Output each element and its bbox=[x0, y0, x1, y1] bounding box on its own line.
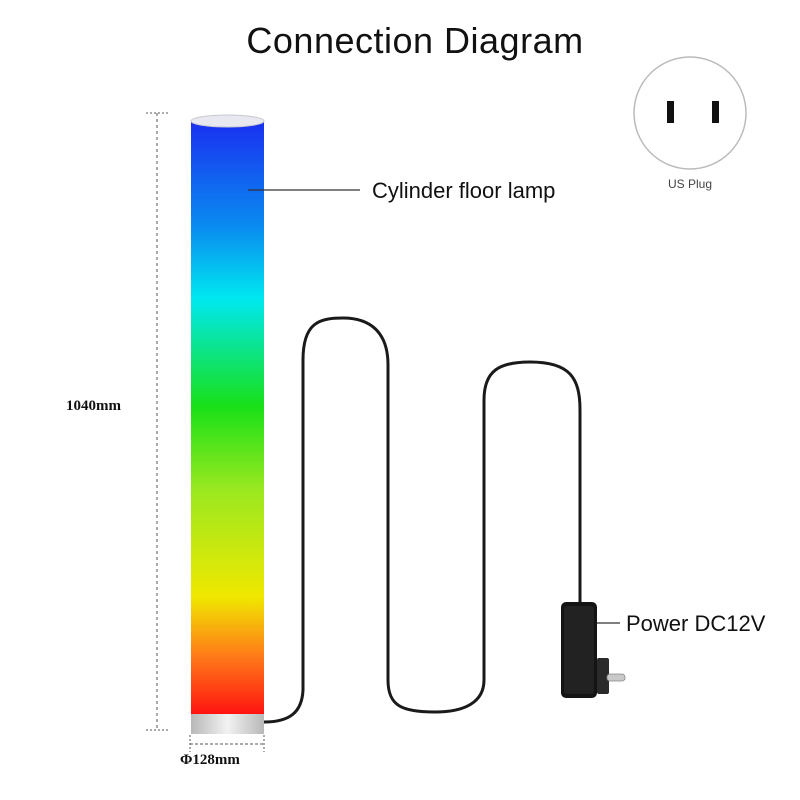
lamp-base bbox=[191, 714, 264, 734]
diagram-title: Connection Diagram bbox=[246, 20, 584, 61]
power-adapter-icon bbox=[561, 602, 626, 698]
lamp-label: Cylinder floor lamp bbox=[372, 178, 556, 203]
plug-caption: US Plug bbox=[667, 177, 713, 191]
height-dimension bbox=[146, 112, 168, 731]
us-plug-icon bbox=[633, 56, 747, 170]
diameter-label: Φ128mm bbox=[180, 752, 240, 768]
diameter-dimension bbox=[189, 735, 265, 752]
power-label: Power DC12V bbox=[626, 611, 766, 636]
height-label: 1040mm bbox=[66, 398, 121, 414]
lamp-top-cap bbox=[190, 114, 265, 128]
cylinder-lamp bbox=[190, 114, 265, 734]
power-cable bbox=[263, 316, 582, 724]
